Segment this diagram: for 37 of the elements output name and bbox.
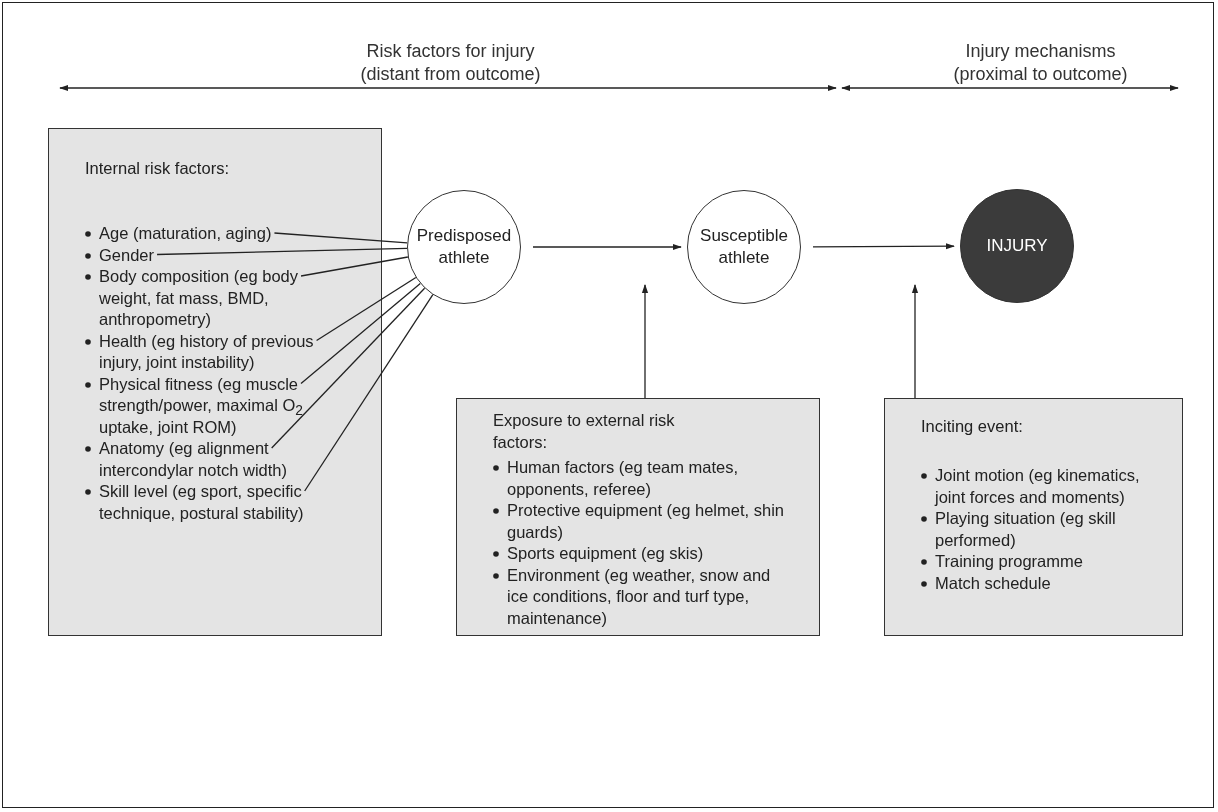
span-label: Injury mechanisms (proximal to outcome): [952, 40, 1129, 86]
bullet-item: Sports equipment (eg skis): [507, 543, 704, 564]
factor-panel: [48, 128, 382, 636]
span-label: Risk factors for injury (distant from outcome): [359, 40, 542, 86]
stage-circle: Predisposed athlete: [407, 190, 521, 304]
arrow: [641, 284, 649, 399]
bullet-item: Physical fitness (eg muscle strength/power, maximal O$_{2}$ uptake, joint ROM): [99, 373, 304, 438]
factor-panel: [884, 398, 1183, 636]
connector-line: [273, 232, 408, 244]
bullet-item: Protective equipment (eg helmet, shin guards): [507, 500, 785, 543]
bullet-item: Joint motion (eg kinematics, joint forces and moments): [935, 465, 1141, 508]
arrow: [911, 284, 919, 399]
bullet-item: Anatomy (eg alignment intercondylar notch width): [99, 438, 288, 481]
bullet-item: Environment (eg weather, snow and ice conditions, floor and turf type, maintenance): [507, 564, 772, 629]
bullet-item: Playing situation (eg skill performed): [935, 508, 1117, 551]
connector-line: [271, 287, 426, 449]
arrow: [532, 243, 682, 251]
connector-line: [315, 276, 417, 342]
panel-heading: Internal risk factors:: [85, 158, 230, 179]
injury-circle: INJURY: [960, 189, 1074, 303]
connector-line: [304, 294, 434, 492]
bullet-item: Training programme: [935, 551, 1083, 572]
panel-heading: Exposure to external risk factors:: [493, 410, 676, 453]
bullet-item: Human factors (eg team mates, opponents, referee): [507, 457, 740, 500]
panel-heading: Inciting event:: [921, 416, 1024, 437]
bullet-item: Match schedule: [935, 572, 1051, 594]
bullet-item: Age (maturation, aging): [99, 223, 272, 244]
bullet-item: Body composition (eg body weight, fat mass, BMD, anthropometry): [99, 266, 300, 330]
bullet-item: Health (eg history of previous injury, joint instability): [99, 330, 315, 373]
connector-line: [300, 256, 409, 277]
factor-panel: [456, 398, 820, 636]
stage-circle: Susceptible athlete: [687, 190, 801, 304]
bullet-item: Skill level (eg sport, specific technique, postural stability): [99, 481, 305, 524]
connector-line: [300, 282, 421, 385]
bullet-item: Gender: [99, 244, 155, 266]
arrow: [812, 243, 955, 250]
connector-line: [156, 247, 408, 256]
